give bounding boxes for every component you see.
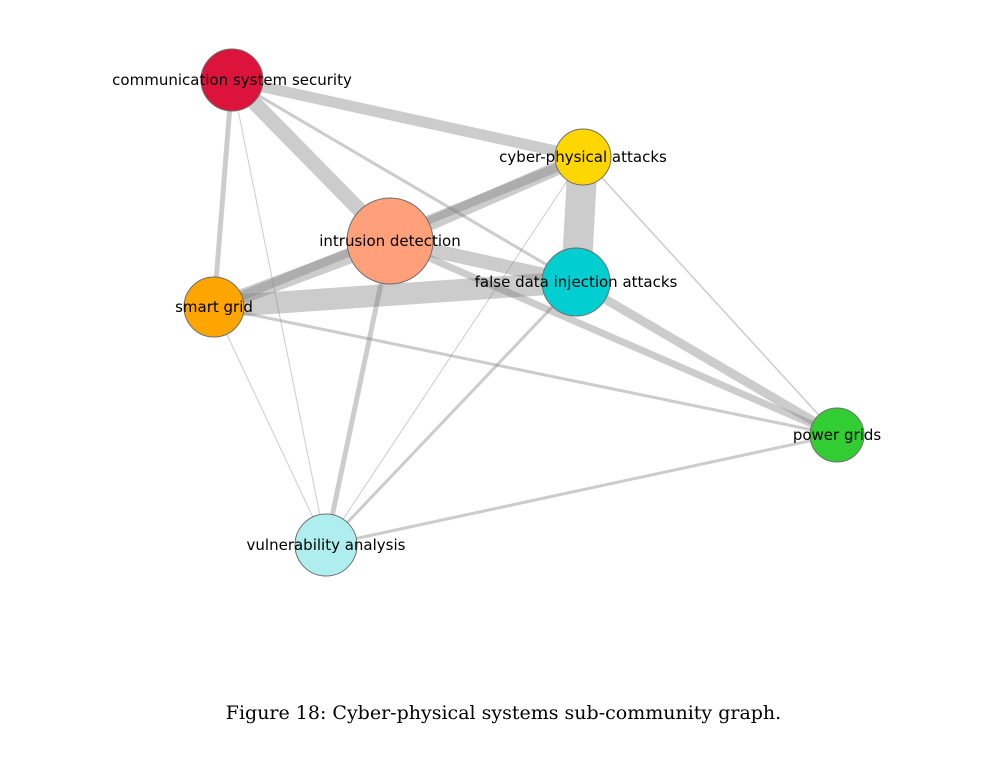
node-cpa (554, 128, 612, 186)
node-label-id: intrusion detection (319, 232, 461, 250)
edge-id-pg (388, 237, 839, 439)
edge-css-sg (211, 79, 235, 308)
network-graph: communication system security cyber-physi… (112, 48, 881, 577)
labels-layer: communication system security cyber-physi… (112, 71, 881, 554)
node-sg (183, 276, 245, 338)
edge-sg-pg (213, 305, 838, 437)
edge-fdia-sg (213, 271, 577, 318)
edge-fdia-va (324, 280, 578, 547)
edge-sg-va (213, 306, 327, 546)
node-label-sg: smart grid (175, 298, 253, 316)
node-label-css: communication system security (112, 71, 352, 89)
node-label-cpa: cyber-physical attacks (499, 148, 667, 166)
node-label-fdia: false data injection attacks (475, 273, 678, 291)
edge-css-va (231, 79, 327, 546)
figure-caption: Figure 18: Cyber-physical systems sub-co… (225, 702, 782, 724)
edge-fdia-pg (573, 278, 840, 439)
edge-css-cpa (230, 74, 585, 163)
edge-css-fdia (231, 78, 577, 284)
node-pg (809, 407, 865, 463)
edge-pg-va (325, 433, 838, 547)
nodes-layer (183, 48, 865, 577)
edge-cpa-pg (582, 156, 838, 436)
node-label-pg: power grids (793, 426, 882, 444)
node-label-va: vulnerability analysis (247, 536, 406, 554)
edge-cpa-va (325, 156, 584, 546)
node-fdia (541, 247, 611, 317)
node-va (294, 513, 358, 577)
node-css (200, 48, 264, 112)
node-id (346, 197, 434, 285)
edge-id-va (323, 240, 393, 546)
